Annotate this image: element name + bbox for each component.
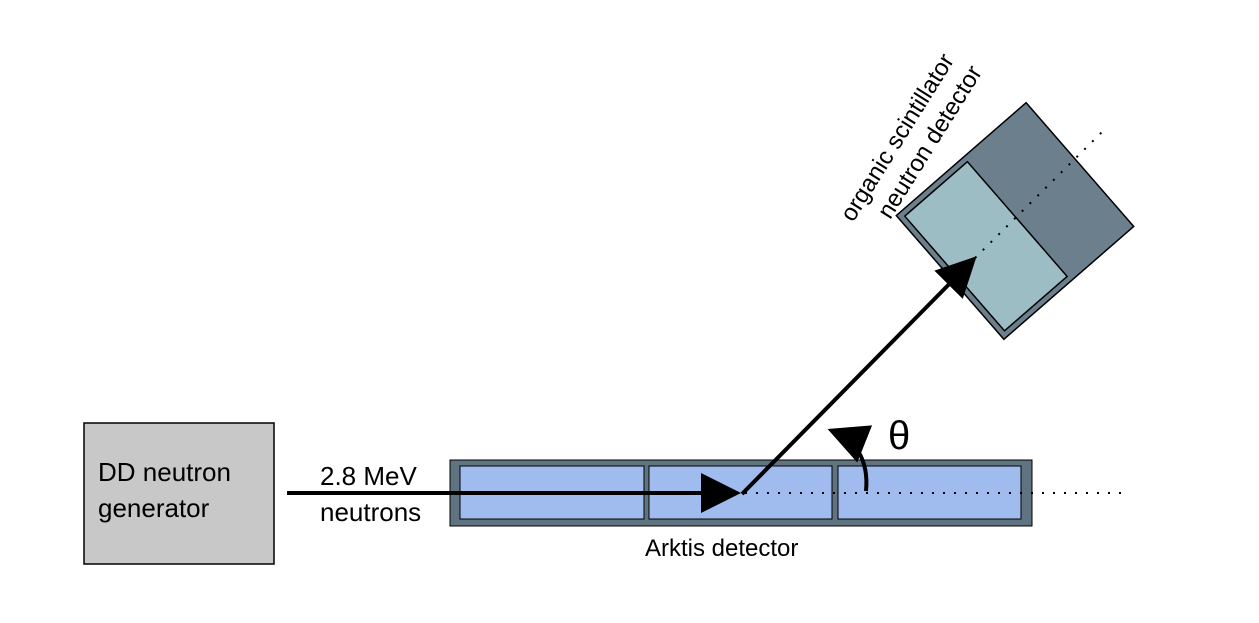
beam-energy-label: 2.8 MeV: [320, 461, 417, 491]
generator-label-line2: generator: [98, 493, 210, 523]
generator-label-line1: DD neutron: [98, 457, 231, 487]
dd-neutron-generator: DD neutron generator: [83, 422, 275, 565]
arktis-detector: Arktis detector: [449, 459, 1033, 562]
beam-particle-label: neutrons: [320, 497, 421, 527]
scattering-angle-arc: [827, 425, 873, 492]
scattered-neutron-arrow: [740, 256, 977, 496]
generator-box: [83, 422, 275, 565]
scattering-angle-symbol: θ: [888, 414, 910, 458]
arktis-cell-3: [837, 465, 1022, 520]
arktis-label: Arktis detector: [645, 535, 798, 562]
